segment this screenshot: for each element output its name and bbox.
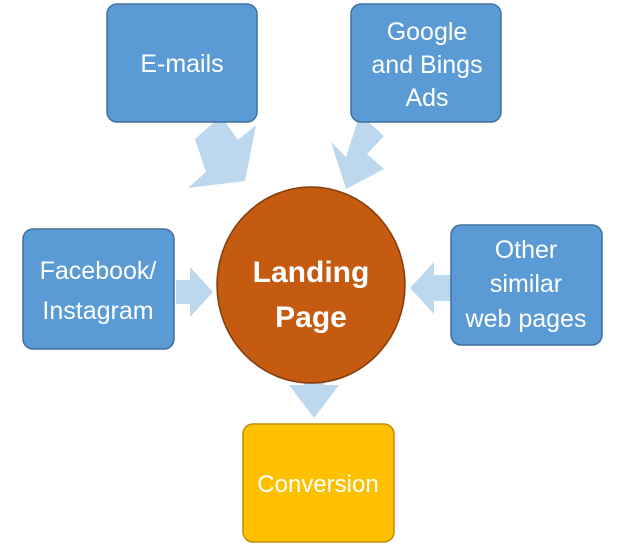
node-landing-page-ellipse — [216, 186, 406, 384]
node-emails-box — [106, 3, 258, 123]
arrow-web-to-landing — [410, 262, 452, 314]
node-web-box — [450, 224, 603, 346]
arrow-emails-to-landing — [188, 116, 256, 188]
arrow-landing-to-conversion — [289, 370, 339, 418]
node-conversion-label: Conversion — [257, 471, 378, 498]
node-ads-label-line1: Google — [387, 18, 468, 46]
node-conversion-box — [242, 423, 395, 543]
node-ads-box — [350, 3, 502, 123]
node-web: Other similar web pages — [450, 224, 603, 346]
node-landing-page-label-line1: Landing — [253, 256, 370, 289]
node-web-label-line2: similar — [490, 270, 562, 298]
node-landing-page-label-line2: Page — [275, 301, 347, 334]
node-emails-label: E-mails — [140, 50, 223, 78]
node-social-label-line1: Facebook/ — [40, 257, 157, 285]
arrow-ads-to-landing — [331, 114, 384, 189]
node-web-label-line3: web pages — [465, 305, 587, 333]
node-landing-page: Landing Page — [216, 186, 406, 384]
node-ads-label-line3: Ads — [405, 84, 448, 112]
node-social-box — [22, 228, 175, 350]
node-social-label-line2: Instagram — [42, 297, 153, 325]
node-conversion: Conversion — [242, 423, 395, 543]
node-ads-label-line2: and Bings — [371, 51, 482, 79]
arrow-social-to-landing — [176, 267, 213, 317]
node-social: Facebook/ Instagram — [22, 228, 175, 350]
node-web-label-line1: Other — [495, 236, 558, 264]
node-emails: E-mails — [106, 3, 258, 123]
node-ads: Google and Bings Ads — [350, 3, 502, 123]
